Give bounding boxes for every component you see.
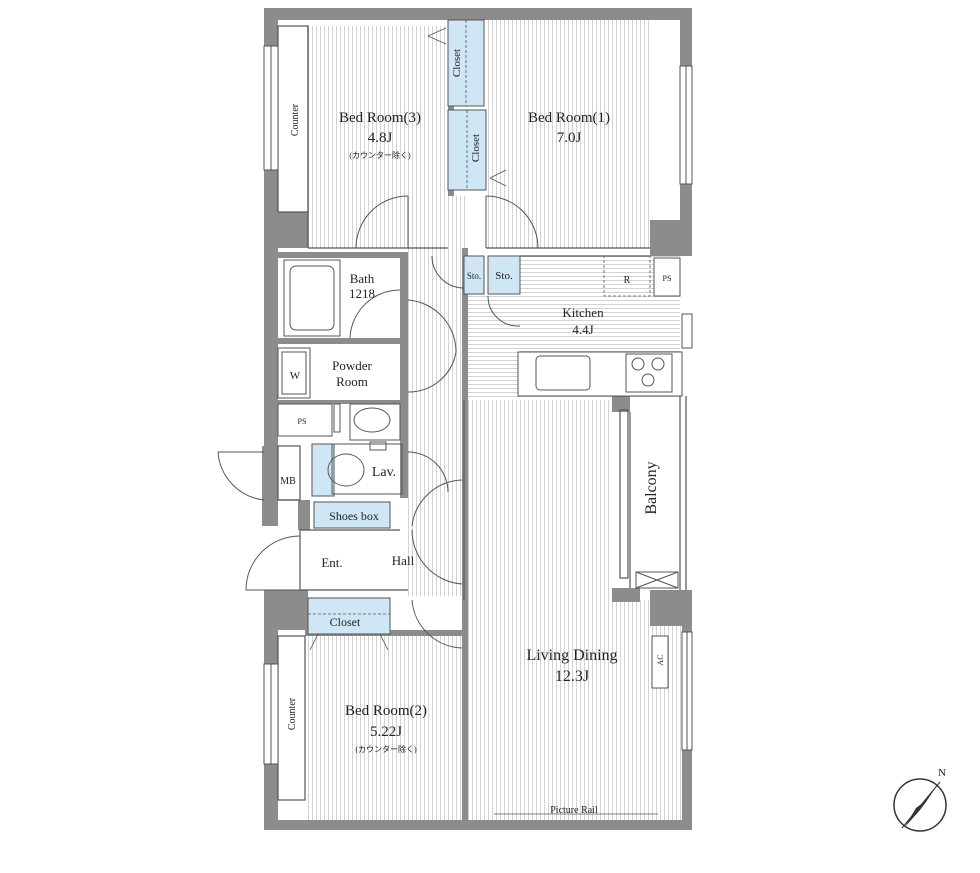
bath-name: Bath — [350, 271, 375, 286]
closet-bed2-area — [307, 597, 391, 635]
fridge-label: R — [624, 275, 631, 286]
ps-kitchen-box — [653, 257, 681, 297]
sto1-label: Sto. — [467, 271, 481, 281]
kitchen-sink — [535, 355, 591, 391]
counter-top-label: Counter — [290, 103, 301, 136]
lav-name: Lav. — [372, 465, 396, 480]
toilet — [349, 403, 401, 441]
bed1-size: 7.0J — [557, 130, 582, 146]
doors — [217, 195, 539, 649]
room-labels: Bed Room(3) 4.8J (カウンター除く) Bed Room(1) 7… — [321, 110, 660, 754]
washer-space — [277, 347, 311, 399]
ac-box — [651, 635, 669, 689]
lav-sink — [331, 443, 403, 495]
meter-box-label: MB — [280, 476, 296, 487]
bed2-size: 5.22J — [370, 724, 402, 740]
bed3-note: (カウンター除く) — [349, 150, 411, 160]
counter-bottom-label: Counter — [287, 697, 298, 730]
bed1-name: Bed Room(1) — [528, 110, 610, 126]
kitchen-name: Kitchen — [562, 305, 604, 320]
living-name: Living Dining — [526, 647, 617, 664]
bath-size: 1218 — [349, 286, 375, 301]
north-arrow — [893, 778, 947, 832]
bathtub — [283, 259, 341, 337]
bed3-name: Bed Room(3) — [339, 110, 421, 126]
washer-label: W — [290, 370, 301, 382]
powder-line2: Room — [336, 374, 368, 389]
shoes-box-label: Shoes box — [329, 509, 379, 523]
hall-name: Hall — [392, 553, 415, 568]
ps-powder-label: PS — [298, 417, 307, 426]
kitchen-size: 4.4J — [572, 322, 593, 337]
ac-label: AC — [656, 654, 665, 665]
sto1-area — [463, 255, 485, 295]
sanitary-fixtures — [277, 259, 403, 495]
fixture-labels: Counter Counter Closet Closet Closet Sto… — [280, 49, 946, 816]
ps-space — [277, 403, 333, 437]
picture-rail-label: Picture Rail — [550, 805, 598, 816]
ps-kitchen-label: PS — [663, 274, 672, 283]
north-label: N — [938, 767, 946, 779]
ent-name: Ent. — [321, 555, 342, 570]
powder-line1: Powder — [332, 358, 372, 373]
living-size: 12.3J — [555, 668, 589, 685]
sto2-label: Sto. — [495, 270, 513, 282]
closet-mid-label: Closet — [470, 134, 482, 162]
shoes-box-area — [313, 501, 391, 529]
bed2-name: Bed Room(2) — [345, 703, 427, 719]
lav-counter-area — [311, 443, 335, 497]
floor-areas — [305, 20, 682, 820]
kitchen-counter — [517, 257, 683, 689]
windows — [263, 45, 693, 765]
balcony-name: Balcony — [643, 461, 660, 514]
closet-bed2-label: Closet — [330, 615, 361, 629]
closet-top-label: Closet — [451, 49, 463, 77]
bed2-note: (カウンター除く) — [355, 744, 417, 754]
bed3-size: 4.8J — [368, 130, 393, 146]
sto2-area — [487, 255, 521, 295]
